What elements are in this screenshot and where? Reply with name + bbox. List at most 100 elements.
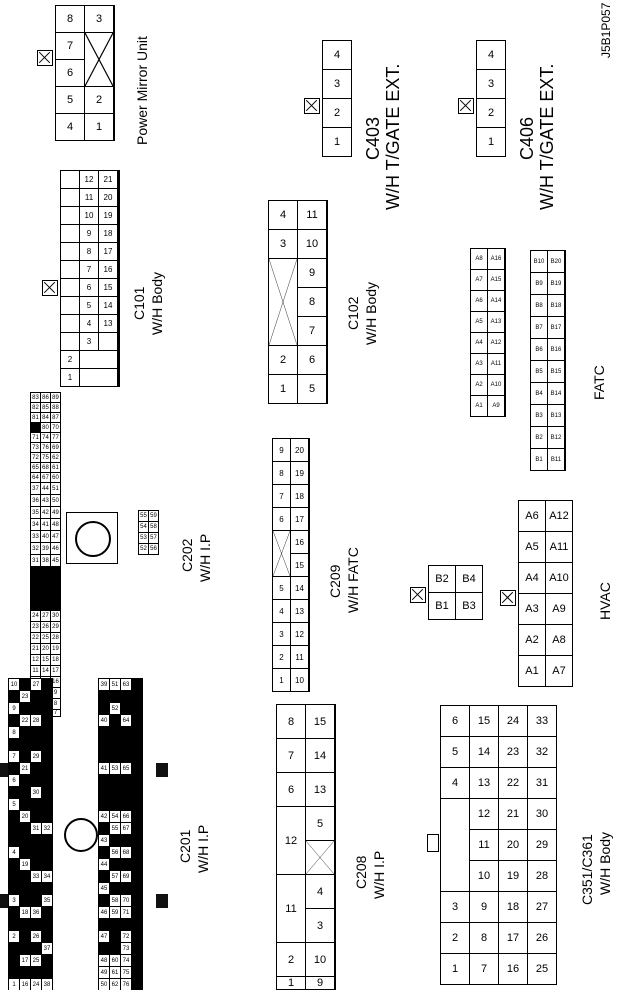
pin: 46 bbox=[51, 543, 60, 554]
pin: 71 bbox=[121, 907, 131, 918]
pin: A6 bbox=[471, 291, 487, 311]
pin: 3 bbox=[441, 892, 469, 922]
pin: 31 bbox=[31, 823, 41, 834]
pin: A1 bbox=[471, 396, 487, 416]
connector-c406: 4 3 2 1 C406 W/H T/GATE EXT. bbox=[458, 40, 557, 210]
pin: 48 bbox=[99, 955, 109, 966]
pin: 13 bbox=[99, 315, 117, 332]
pin: 42 bbox=[99, 811, 109, 822]
pin: 25 bbox=[41, 633, 50, 643]
pin: B18 bbox=[548, 295, 564, 316]
pin: A10 bbox=[488, 375, 504, 395]
pin: B3 bbox=[531, 405, 547, 426]
pin: 69 bbox=[121, 871, 131, 882]
pin: B16 bbox=[548, 339, 564, 360]
pin: 15 bbox=[291, 554, 308, 576]
pin: 82 bbox=[31, 403, 40, 412]
pin: B1 bbox=[531, 449, 547, 470]
c403-code: C403 bbox=[363, 116, 383, 160]
pin: 68 bbox=[121, 847, 131, 858]
pin: 27 bbox=[528, 892, 556, 922]
pin: 24 bbox=[499, 706, 527, 736]
pin: 70 bbox=[51, 423, 60, 432]
pin: 5 bbox=[80, 297, 98, 314]
pin: 37 bbox=[31, 483, 40, 494]
pin: 7 bbox=[277, 739, 305, 772]
pin: 11 bbox=[298, 201, 326, 229]
pin: 33 bbox=[528, 706, 556, 736]
pin: 64 bbox=[121, 715, 131, 726]
pin: A4 bbox=[519, 563, 545, 593]
pin: 15 bbox=[306, 705, 334, 738]
lock-tab-icon bbox=[304, 98, 320, 114]
pin: 8 bbox=[470, 923, 498, 953]
pin: 26 bbox=[528, 923, 556, 953]
pin: 19 bbox=[499, 861, 527, 891]
pin: 21 bbox=[31, 644, 40, 654]
pin: 28 bbox=[51, 633, 60, 643]
connector-hvac-b: B2 B4 B1 B3 bbox=[410, 565, 483, 620]
pin: 5 bbox=[306, 807, 334, 840]
pin: 46 bbox=[99, 907, 109, 918]
pin: 8 bbox=[277, 705, 305, 738]
pin: 69 bbox=[51, 443, 60, 452]
pin: 5 bbox=[273, 577, 290, 599]
pin: 21 bbox=[99, 171, 117, 188]
pin: 27 bbox=[41, 611, 50, 621]
pin: 75 bbox=[41, 453, 50, 462]
pin: 15 bbox=[470, 706, 498, 736]
pin: 3 bbox=[85, 6, 113, 32]
pin: 74 bbox=[121, 955, 131, 966]
pin: A9 bbox=[488, 396, 504, 416]
c406-desc: W/H T/GATE EXT. bbox=[537, 63, 557, 210]
pin: 33 bbox=[31, 871, 41, 882]
pin: 45 bbox=[51, 555, 60, 566]
latch-tab-icon bbox=[156, 763, 168, 777]
pin: 89 bbox=[51, 393, 60, 402]
pin: 83 bbox=[31, 393, 40, 402]
c101-code: C101 bbox=[131, 286, 147, 320]
pin: 43 bbox=[41, 495, 50, 506]
pin: 57 bbox=[110, 871, 120, 882]
pin: 85 bbox=[41, 403, 50, 412]
pin: 60 bbox=[110, 955, 120, 966]
connector-c208: 8 15 7 14 6 13 5 12 4 11 3 2 10 1 9 C208… bbox=[276, 704, 387, 990]
pin: 24 bbox=[31, 979, 41, 990]
pin: 73 bbox=[121, 943, 131, 954]
pin: 4 bbox=[9, 847, 19, 858]
pin: A10 bbox=[546, 563, 572, 593]
pin: 72 bbox=[31, 453, 40, 462]
pin: 2 bbox=[477, 99, 505, 127]
pin: 5 bbox=[56, 87, 84, 113]
pin: 11 bbox=[31, 666, 40, 676]
pin: B2 bbox=[429, 566, 455, 592]
pin: 3 bbox=[9, 895, 19, 906]
pin: 18 bbox=[499, 892, 527, 922]
pin: 4 bbox=[306, 875, 334, 908]
pin: 19 bbox=[99, 207, 117, 224]
pin: B8 bbox=[531, 295, 547, 316]
pin: 1 bbox=[323, 128, 351, 156]
pin: B6 bbox=[531, 339, 547, 360]
pin: A5 bbox=[471, 312, 487, 332]
pin: 4 bbox=[80, 315, 98, 332]
c208-desc: W/H I.P bbox=[371, 850, 387, 899]
pin: 34 bbox=[42, 871, 52, 882]
pin: 7 bbox=[273, 485, 290, 507]
pin: 24 bbox=[31, 611, 40, 621]
pin: A1 bbox=[519, 656, 545, 686]
pin: 29 bbox=[31, 751, 41, 762]
pin: A13 bbox=[488, 312, 504, 332]
pin: 41 bbox=[41, 519, 50, 530]
pin: 41 bbox=[99, 763, 109, 774]
pin: 6 bbox=[9, 775, 19, 786]
pin: 5 bbox=[298, 375, 326, 403]
pin: 14 bbox=[41, 666, 50, 676]
connector-power-mirror: 3 8 7 6 2 5 1 4 Power Mirror Unit bbox=[37, 5, 150, 145]
pin: 1 bbox=[85, 114, 113, 140]
pin: 54 bbox=[139, 522, 148, 532]
pin: 45 bbox=[99, 883, 109, 894]
pin: 22 bbox=[499, 768, 527, 798]
pin: 18 bbox=[20, 907, 30, 918]
power-mirror-label: Power Mirror Unit bbox=[134, 36, 150, 145]
